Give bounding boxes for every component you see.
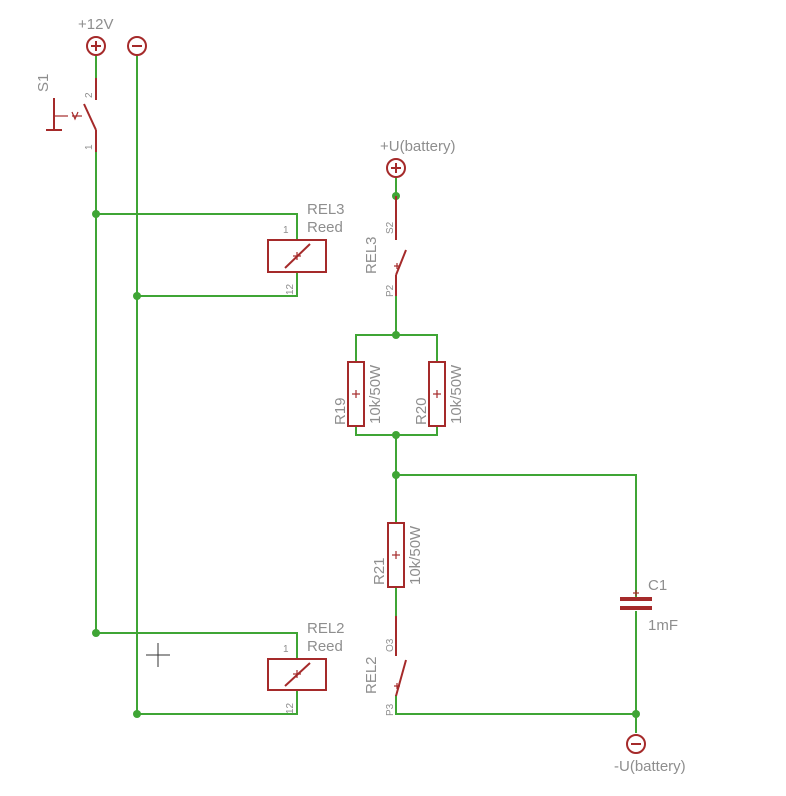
resistor-r20: R20 10k/50W xyxy=(413,361,465,427)
junction-dot xyxy=(133,710,141,718)
label-s1-pin1: 1 xyxy=(84,144,95,150)
junction-dot xyxy=(133,292,141,300)
label-rel3-contact-s2: S2 xyxy=(385,221,396,234)
supply-battery-minus: -U(battery) xyxy=(614,734,686,775)
junction-dot xyxy=(392,431,400,439)
relay-contact-rel3: REL3 S2 P2 xyxy=(363,196,407,297)
junction-dot xyxy=(632,710,640,718)
relay-coil-rel2: REL2 Reed 1 12 xyxy=(267,620,345,714)
label-r20-name: R20 xyxy=(413,397,430,425)
crosshair-cursor xyxy=(146,643,170,667)
resistor-r19: R19 10k/50W xyxy=(332,361,384,427)
label-rel3-coil-pin1: 1 xyxy=(283,225,289,236)
label-s1: S1 xyxy=(35,74,52,92)
label-rel2-contact-o3: O3 xyxy=(385,638,396,652)
label-rel2-contact-name: REL2 xyxy=(363,656,380,694)
label-rel2-coil-name: REL2 xyxy=(307,620,345,637)
label-rel2-coil-pin1: 1 xyxy=(283,644,289,655)
resistor-r21: R21 10k/50W xyxy=(371,522,424,588)
label-r19-name: R19 xyxy=(332,397,349,425)
label-rel2-coil-type: Reed xyxy=(307,638,343,655)
junctions xyxy=(92,192,640,718)
capacitor-c1: C1 1mF xyxy=(620,577,678,634)
wires xyxy=(95,55,637,733)
label-c1-name: C1 xyxy=(648,577,667,594)
label-r19-value: 10k/50W xyxy=(367,364,384,424)
junction-dot xyxy=(92,210,100,218)
label-plus-battery: +U(battery) xyxy=(380,138,455,155)
label-r20-value: 10k/50W xyxy=(448,364,465,424)
label-rel2-contact-p3: P3 xyxy=(385,703,396,716)
label-r21-name: R21 xyxy=(371,557,388,585)
supply-12v-plus: +12V xyxy=(78,16,113,56)
switch-s1: S1 2 1 xyxy=(35,74,97,152)
label-minus-battery: -U(battery) xyxy=(614,758,686,775)
label-rel3-contact-name: REL3 xyxy=(363,236,380,274)
label-rel3-coil-type: Reed xyxy=(307,219,343,236)
label-rel3-contact-p2: P2 xyxy=(385,284,396,297)
junction-dot xyxy=(392,471,400,479)
junction-dot xyxy=(392,331,400,339)
label-rel3-coil-pin12: 12 xyxy=(285,283,296,295)
relay-contact-rel2: REL2 O3 P3 xyxy=(363,616,407,716)
label-s1-pin2: 2 xyxy=(84,92,95,98)
label-rel2-coil-pin12: 12 xyxy=(285,702,296,714)
label-plus12v: +12V xyxy=(78,16,113,33)
label-r21-value: 10k/50W xyxy=(407,525,424,585)
junction-dot xyxy=(92,629,100,637)
supply-12v-minus xyxy=(127,36,147,56)
relay-coil-rel3: REL3 Reed 1 12 xyxy=(267,201,345,295)
label-rel3-coil-name: REL3 xyxy=(307,201,345,218)
supply-battery-plus: +U(battery) xyxy=(380,138,455,178)
label-c1-value: 1mF xyxy=(648,617,678,634)
